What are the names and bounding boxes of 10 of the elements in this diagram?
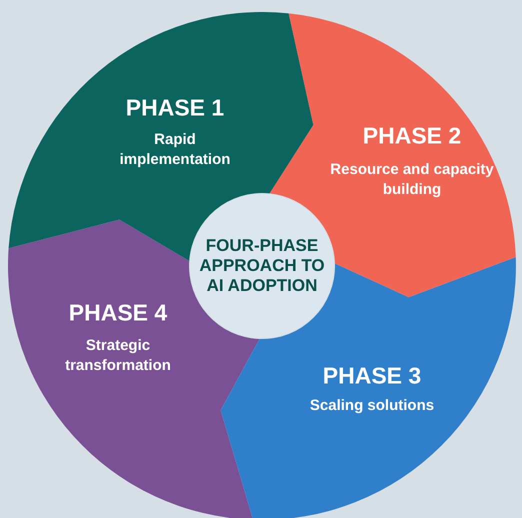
phase-heading: PHASE 3 [322, 362, 422, 390]
phase-heading: PHASE 2 [362, 122, 462, 150]
phase-description: Strategic transformation [64, 336, 172, 376]
phase-description: Scaling solutions [308, 396, 436, 416]
center-circle [190, 194, 334, 338]
phase-description: Resource and capacity building [329, 160, 495, 200]
center-title: FOUR-PHASE APPROACH TO AI ADOPTION [198, 236, 326, 296]
phase-heading: PHASE 1 [126, 94, 224, 122]
phase-heading: PHASE 4 [68, 300, 168, 326]
phase-description: Rapid implementation [118, 130, 232, 170]
